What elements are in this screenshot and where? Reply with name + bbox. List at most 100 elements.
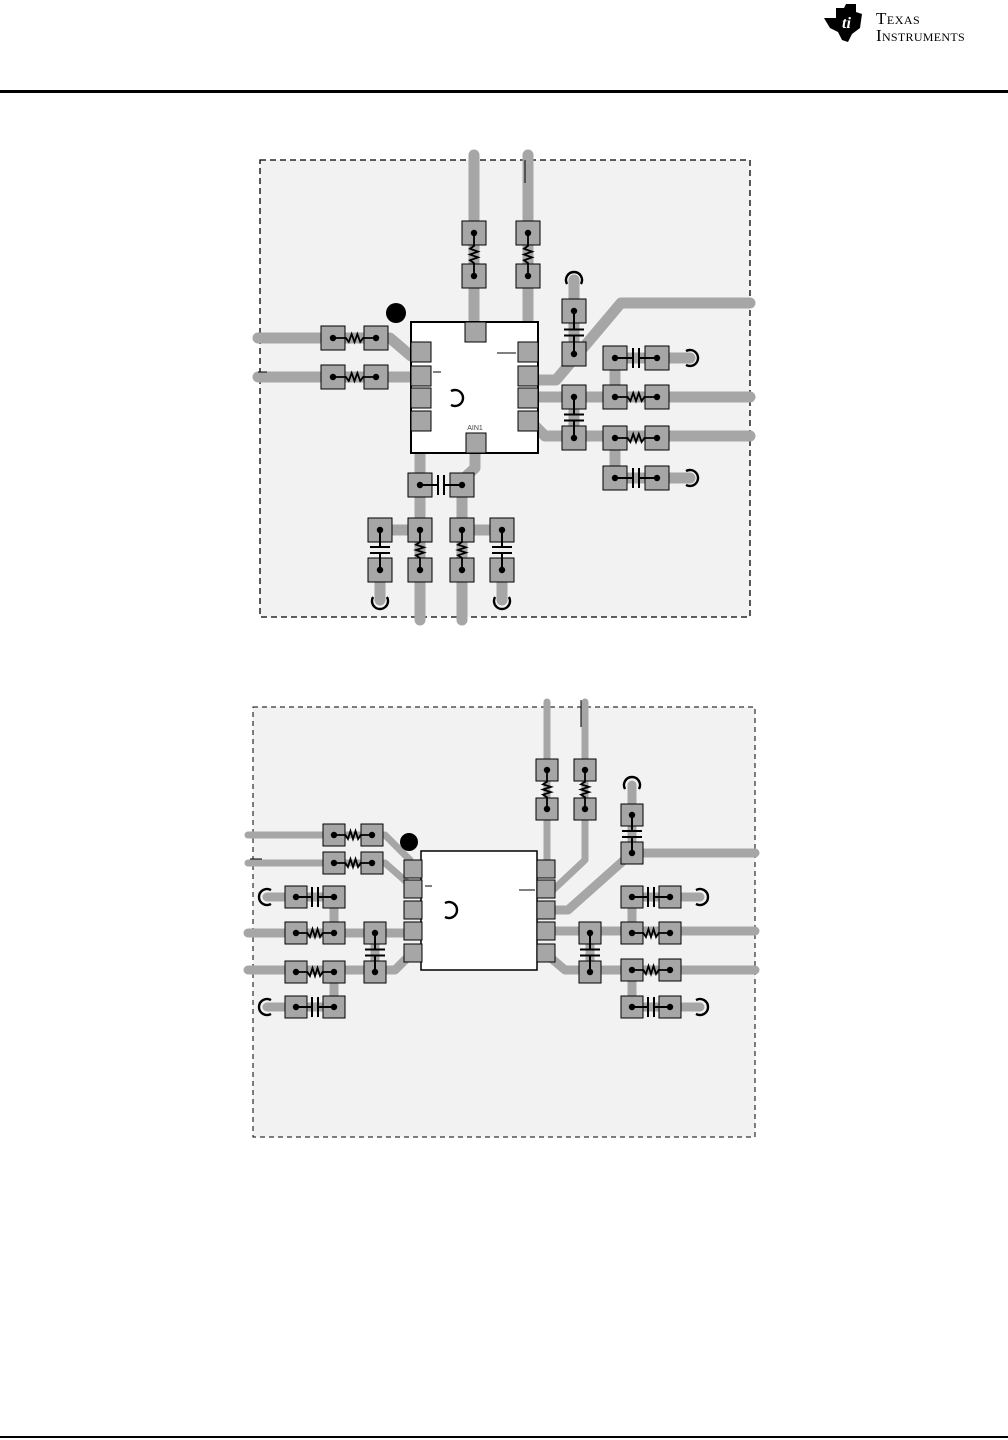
ic-pin-pad <box>536 943 556 963</box>
terminal-dot <box>329 373 337 381</box>
terminal-dot <box>330 1003 338 1011</box>
terminal-dot <box>292 893 300 901</box>
terminal-dot <box>611 434 619 442</box>
capacitor-symbol-icon <box>296 997 334 1017</box>
ic-pin-pad <box>403 943 423 963</box>
resistor-symbol-icon <box>455 530 469 570</box>
terminal-dot <box>371 929 379 937</box>
pcb-trace <box>252 332 417 362</box>
pcb-trace <box>540 848 760 915</box>
ground-via-icon <box>444 900 459 920</box>
ti-logo: ti Texas Instruments <box>822 4 1008 48</box>
resistor-symbol-icon <box>296 965 334 979</box>
terminal-dot <box>376 526 384 534</box>
terminal-dot <box>611 474 619 482</box>
resistor-symbol-icon <box>333 370 376 384</box>
header-rule <box>0 90 1008 93</box>
ic-pin-pad <box>517 410 539 432</box>
ground-via-icon <box>695 887 710 907</box>
layout-figure-top: AIN1 <box>252 149 756 626</box>
ground-via-icon <box>450 388 465 408</box>
resistor-symbol-icon <box>632 926 670 940</box>
terminal-dot <box>292 1003 300 1011</box>
terminal-dot <box>372 373 380 381</box>
terminal-dot <box>628 1003 636 1011</box>
ic-pin-pad <box>403 859 423 879</box>
terminal-dot <box>666 929 674 937</box>
pcb-trace <box>244 831 414 864</box>
terminal-dot <box>666 966 674 974</box>
resistor-symbol-icon <box>296 926 334 940</box>
terminal-dot <box>666 893 674 901</box>
resistor-symbol-icon <box>521 233 535 276</box>
ground-via-icon <box>492 596 512 611</box>
terminal-dot <box>611 354 619 362</box>
resistor-symbol-icon <box>333 331 376 345</box>
terminal-dot <box>653 434 661 442</box>
terminal-dot <box>292 968 300 976</box>
terminal-dot <box>470 229 478 237</box>
terminal-dot <box>330 929 338 937</box>
resistor-symbol-icon <box>632 963 670 977</box>
ic-pin-pad <box>536 879 556 899</box>
pin1-indicator-dot <box>400 833 418 851</box>
terminal-dot <box>458 566 466 574</box>
terminal-dot <box>330 968 338 976</box>
ic-pin-pad <box>403 900 423 920</box>
ic-pin-pad <box>410 410 432 432</box>
terminal-dot <box>628 893 636 901</box>
terminal-dot <box>570 307 578 315</box>
terminal-dot <box>330 859 338 867</box>
terminal-dot <box>570 434 578 442</box>
ic-pin-pad <box>536 859 556 879</box>
terminal-dot <box>653 354 661 362</box>
layout-figure-bottom <box>243 698 760 1138</box>
ic-pin-pad <box>410 387 432 409</box>
terminal-dot <box>498 526 506 534</box>
ground-via-icon <box>622 775 642 790</box>
pcb-trace <box>244 859 414 889</box>
ti-logo-mark-icon: ti <box>824 4 862 42</box>
terminal-dot <box>416 481 424 489</box>
terminal-dot <box>371 968 379 976</box>
terminal-dot <box>470 272 478 280</box>
ic-pin-pad <box>464 321 487 343</box>
ground-via-icon <box>257 887 272 907</box>
terminal-dot <box>330 893 338 901</box>
ic-pin-pad <box>410 365 432 387</box>
ic-pin-pad <box>410 341 432 363</box>
ic-pin-pad <box>403 879 423 899</box>
svg-text:ti: ti <box>842 15 851 32</box>
ic-package-outline <box>420 850 538 971</box>
logo-text-instruments: Instruments <box>876 26 965 45</box>
terminal-dot <box>628 929 636 937</box>
ground-via-icon <box>564 270 584 285</box>
ic-pin-pad <box>536 921 556 941</box>
ground-via-icon <box>695 997 710 1017</box>
terminal-dot <box>524 272 532 280</box>
ic-pin-pad <box>517 341 539 363</box>
ground-via-icon <box>685 468 700 488</box>
resistor-symbol-icon <box>615 431 657 445</box>
pin1-indicator-dot <box>386 303 406 323</box>
terminal-dot <box>368 859 376 867</box>
terminal-dot <box>581 766 589 774</box>
terminal-dot <box>581 805 589 813</box>
terminal-dot <box>570 350 578 358</box>
terminal-dot <box>376 566 384 574</box>
resistor-symbol-icon <box>615 390 657 404</box>
ic-pin-pad <box>517 365 539 387</box>
terminal-dot <box>653 474 661 482</box>
terminal-dot <box>458 481 466 489</box>
terminal-dot <box>628 966 636 974</box>
resistor-symbol-icon <box>334 856 372 870</box>
terminal-dot <box>628 849 636 857</box>
pcb-trace <box>524 297 756 386</box>
terminal-dot <box>666 1003 674 1011</box>
terminal-dot <box>292 929 300 937</box>
logo-text-texas: Texas <box>876 9 921 28</box>
ic-pin-pad <box>403 921 423 941</box>
ground-via-icon <box>685 348 700 368</box>
terminal-dot <box>628 811 636 819</box>
pcb-trace <box>549 698 589 894</box>
